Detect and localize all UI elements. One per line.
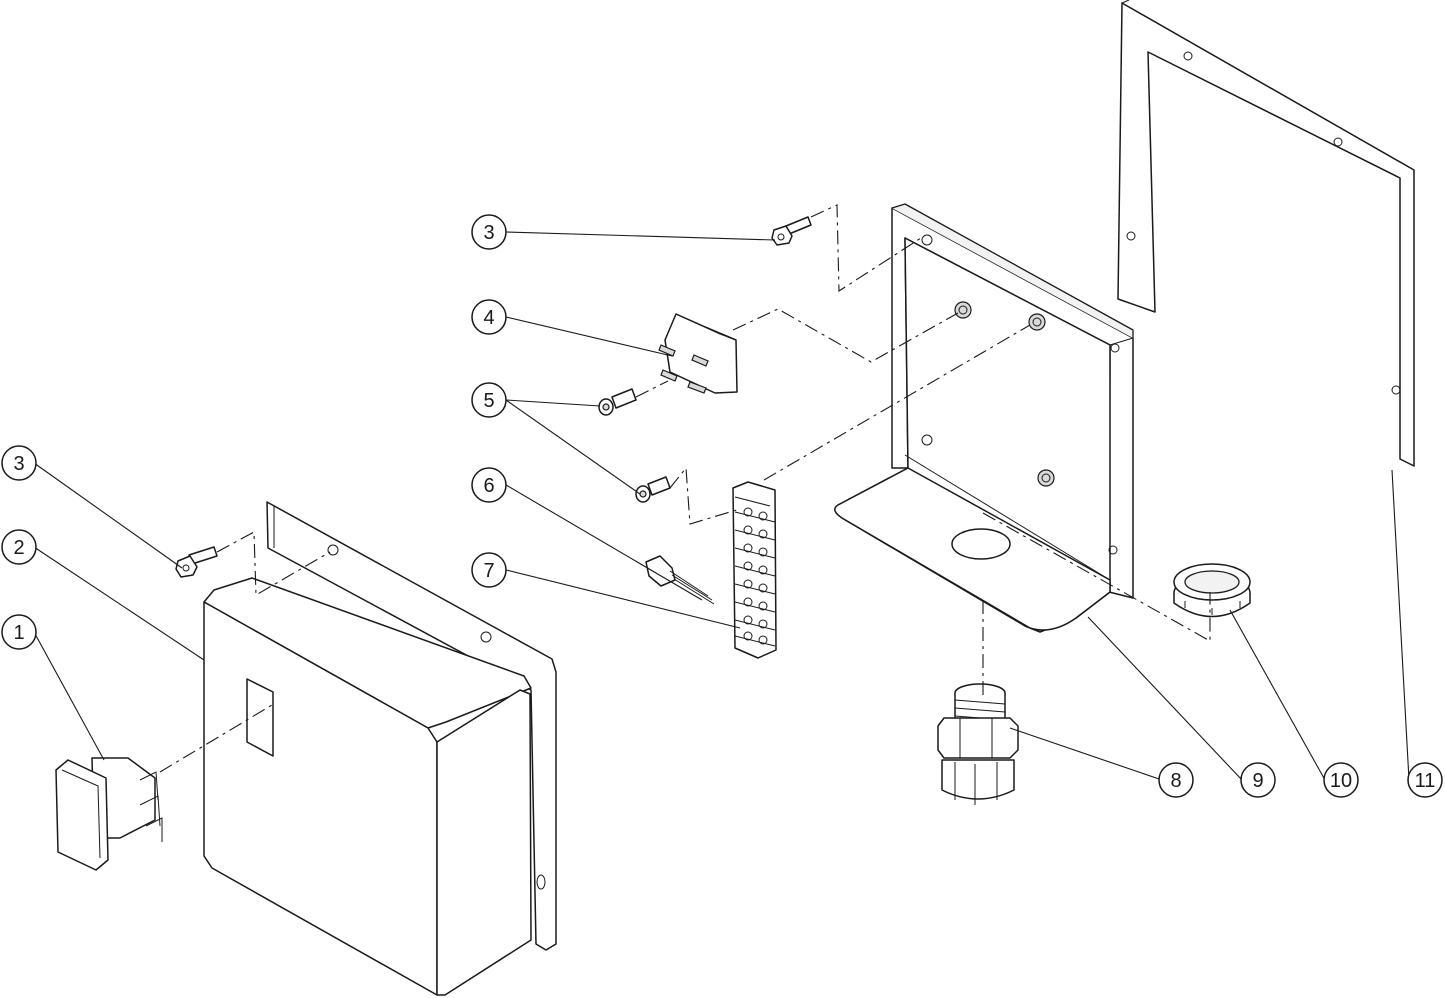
assembly-centerlines (159, 204, 1211, 773)
balloon-7: 7 (471, 552, 507, 588)
part-3-screw-left (175, 546, 218, 578)
balloon-6: 6 (471, 467, 507, 503)
part-3-screw-upper (771, 216, 812, 246)
balloon-10: 10 (1323, 762, 1359, 798)
part-8-cable-gland (937, 683, 1019, 805)
balloon-label: 3 (13, 453, 24, 475)
balloon-label: 3 (483, 222, 494, 244)
balloon-label: 8 (1170, 770, 1181, 792)
balloon-3-left: 3 (1, 445, 37, 481)
balloon-1: 1 (1, 614, 37, 650)
part-4-terminal-block (658, 313, 738, 394)
balloon-5: 5 (471, 382, 507, 418)
balloon-label: 11 (1415, 770, 1436, 792)
balloon-label: 9 (1252, 770, 1263, 792)
balloon-label: 1 (13, 622, 24, 644)
balloon-8: 8 (1158, 762, 1194, 798)
balloon-4: 4 (471, 299, 507, 335)
balloon-label: 4 (483, 307, 494, 329)
balloon-11: 11 (1407, 762, 1443, 798)
part-2-enclosure (203, 501, 557, 996)
balloon-label: 7 (483, 560, 494, 582)
balloon-2: 2 (1, 529, 37, 565)
balloon-label: 6 (483, 475, 494, 497)
part-5-screw-upper (598, 388, 637, 416)
balloon-3-upper: 3 (471, 214, 507, 250)
part-6-jumper-pin (645, 555, 715, 605)
part-10-locknut (1173, 563, 1251, 618)
balloon-label: 2 (13, 537, 24, 559)
leader-lines (33, 231, 1410, 781)
part-9-mounting-bracket (834, 203, 1134, 633)
balloon-label: 5 (483, 390, 494, 412)
part-7-terminal-strip (732, 481, 777, 659)
part-11-gasket (1117, 0, 1415, 467)
balloon-label: 10 (1330, 770, 1352, 792)
part-5-screw-lower (635, 476, 671, 503)
balloon-9: 9 (1240, 762, 1276, 798)
part-1-rocker-switch (55, 757, 163, 871)
